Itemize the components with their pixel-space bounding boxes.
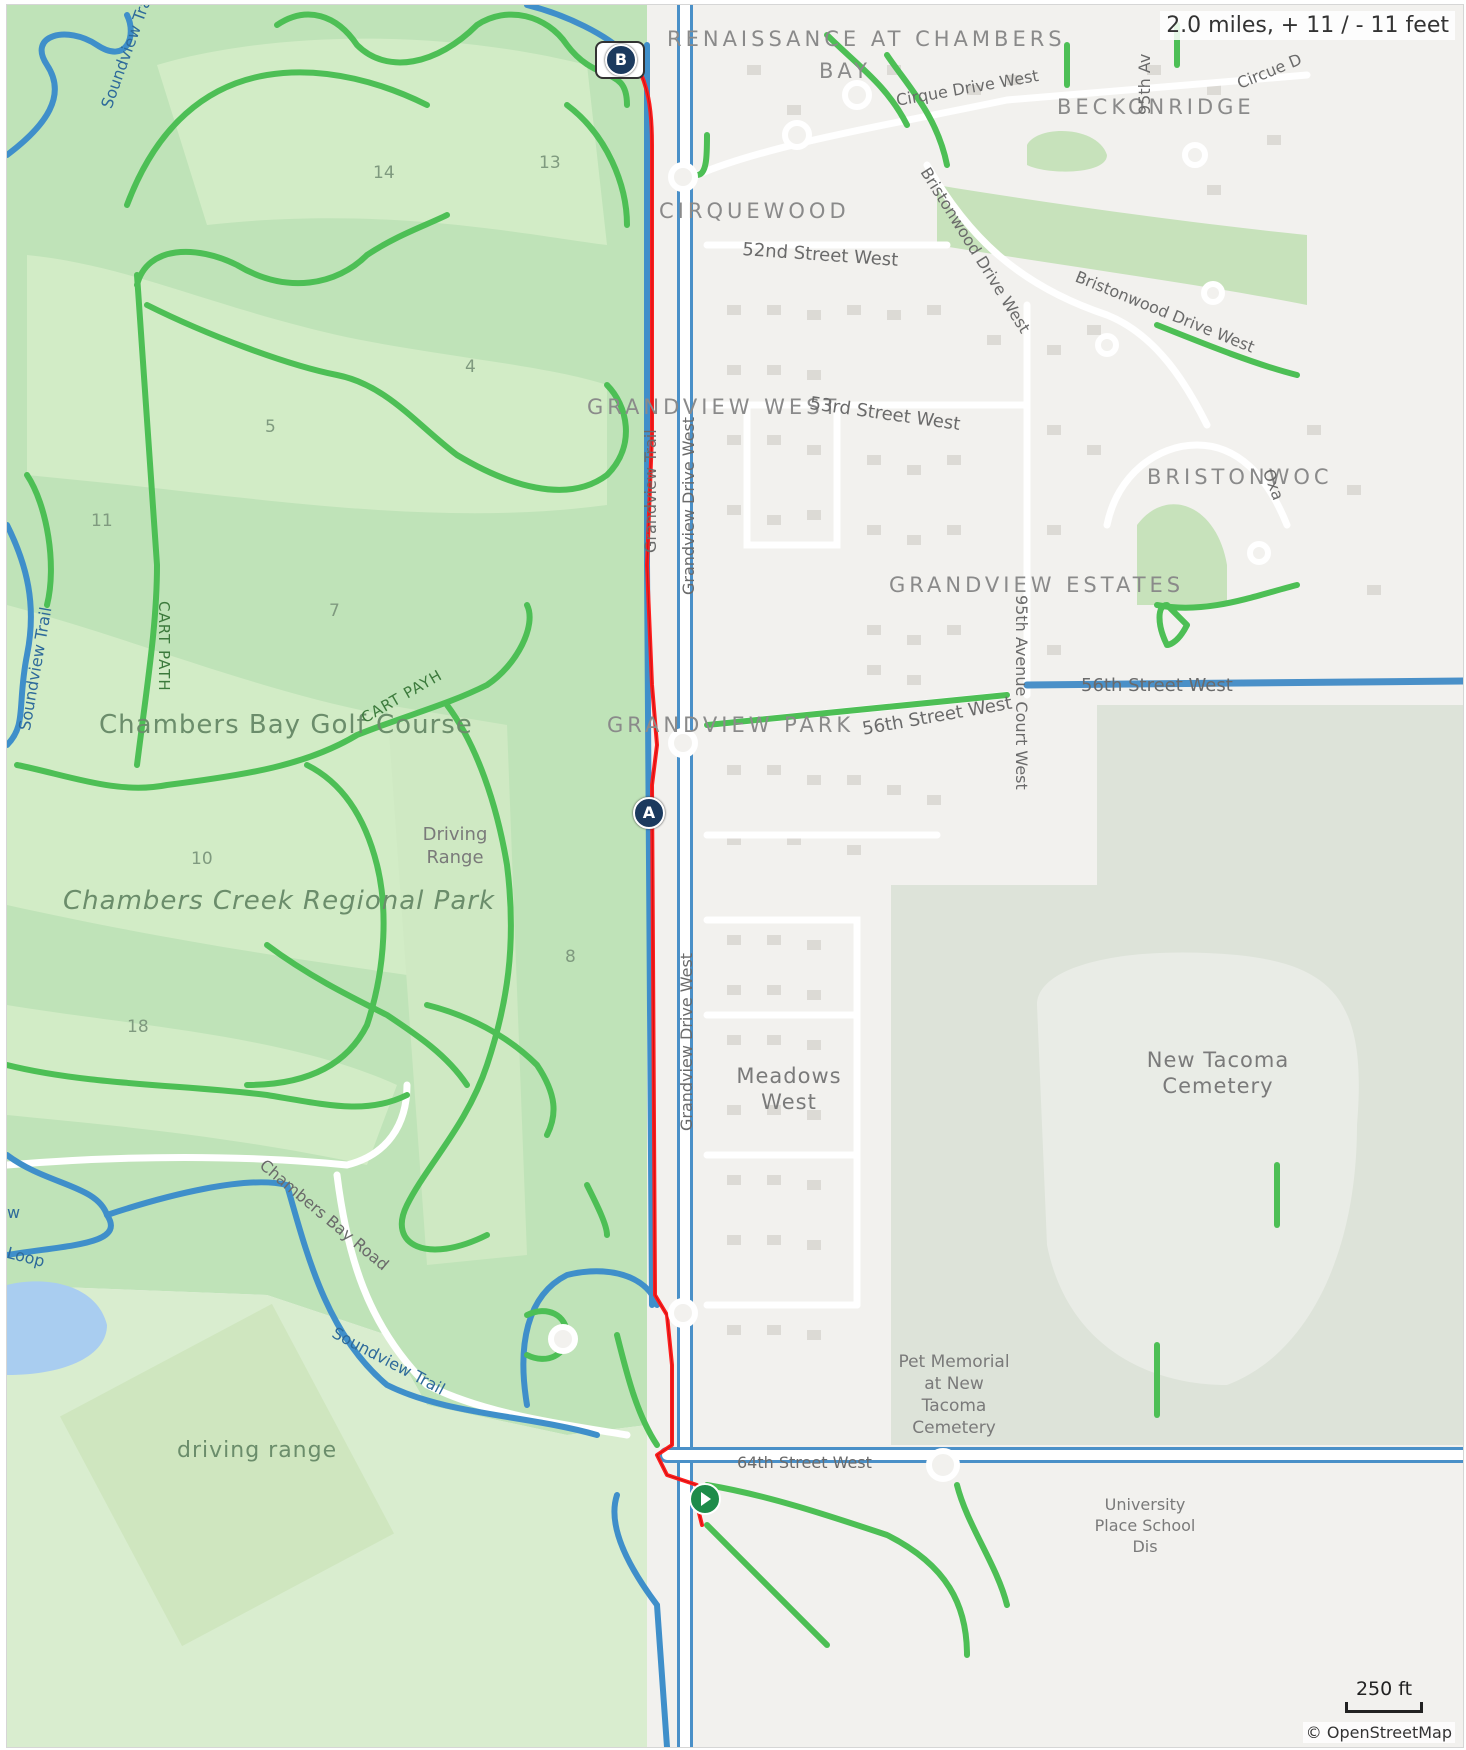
poi-label-driving-range-small: Driving Range — [422, 824, 488, 869]
hole-number: 4 — [465, 357, 476, 377]
area-label-grandview-estates: GRANDVIEW ESTATES — [889, 573, 1185, 597]
hole-number: 18 — [127, 1017, 149, 1037]
street-label-95th-top: 95th Av — [1135, 53, 1154, 115]
green-patch — [1027, 131, 1107, 172]
area-label-renaissance: RENAISSANCE AT CHAMBERS — [667, 27, 1066, 51]
map-view[interactable]: RENAISSANCE AT CHAMBERS BAY BECKONRIDGE … — [6, 4, 1464, 1748]
scale-bar: 250 ft — [1345, 1678, 1423, 1713]
scale-label: 250 ft — [1355, 1678, 1413, 1700]
fairway — [7, 605, 477, 985]
attribution-link[interactable]: © OpenStreetMap — [1302, 1722, 1455, 1743]
map-canvas[interactable] — [7, 5, 1463, 1747]
cart-path-label-a: CART PATH — [155, 601, 173, 692]
houses — [727, 65, 1381, 1340]
route-stats: 2.0 miles, + 11 / - 11 feet — [1160, 11, 1455, 40]
hole-number: 14 — [373, 163, 395, 183]
hole-number: 10 — [191, 849, 213, 869]
large-lot — [1097, 705, 1463, 895]
street-label-64th: 64th Street West — [737, 1453, 872, 1472]
park-label-regional-park: Chambers Creek Regional Park — [63, 886, 496, 916]
area-label-bristonwood: BRISTONWOC — [1147, 465, 1333, 489]
fairway — [157, 38, 607, 246]
fairway — [7, 1005, 397, 1165]
cemetery-inner — [1037, 952, 1359, 1385]
green-patch — [1137, 504, 1227, 605]
waypoint-marker-a[interactable]: A — [633, 797, 665, 829]
green-patch — [937, 185, 1307, 305]
hole-number: 8 — [565, 947, 576, 967]
poi-label-cemetery: New Tacoma Cemetery — [1146, 1048, 1290, 1099]
start-flag-icon[interactable] — [689, 1483, 721, 1515]
hole-number: 13 — [539, 153, 561, 173]
fairway — [387, 705, 527, 1265]
area-label-cirquewood: CIRQUEWOOD — [659, 199, 850, 223]
main-roads — [659, 5, 1463, 1747]
scale-bar-graphic — [1345, 1702, 1423, 1713]
driving-range-field — [60, 1303, 394, 1647]
hole-number: 11 — [91, 511, 113, 531]
street-label-56th-east: 56th Street West — [1081, 675, 1233, 696]
lake — [7, 1281, 107, 1375]
street-label-95th-ave: 95th Avenue Court West — [1012, 595, 1031, 790]
area-label-grandview-west: GRANDVIEW WEST — [587, 395, 841, 419]
area-label-grandview-park: GRANDVIEW PARK — [607, 713, 855, 737]
poi-label-pet-memorial: Pet Memorial at New Tacoma Cemetery — [898, 1352, 1010, 1439]
end-marker-frame[interactable]: B — [595, 41, 645, 79]
end-marker-b[interactable]: B — [605, 44, 637, 76]
park-label-driving-range: driving range — [177, 1438, 338, 1463]
park-label-golf-course: Chambers Bay Golf Course — [99, 710, 473, 740]
street-label-grandview-drive-upper: Grandview Drive West — [679, 416, 698, 595]
area-label-meadows-west: Meadows West — [736, 1064, 842, 1115]
area-label-bay: BAY — [819, 59, 871, 83]
trail-label-w: w — [7, 1203, 21, 1222]
street-label-grandview-drive-lower: Grandview Drive West — [677, 952, 696, 1131]
roundabouts — [548, 80, 1271, 1482]
hole-number: 7 — [329, 601, 340, 621]
route-outline — [636, 64, 703, 1526]
poi-label-school: University Place School Dis — [1094, 1495, 1196, 1556]
street-label-grandview-trail: Grandview Trail — [641, 429, 660, 553]
area-label-beckonridge: BECKONRIDGE — [1057, 95, 1255, 119]
route-line — [635, 63, 704, 1527]
hole-number: 5 — [265, 417, 276, 437]
